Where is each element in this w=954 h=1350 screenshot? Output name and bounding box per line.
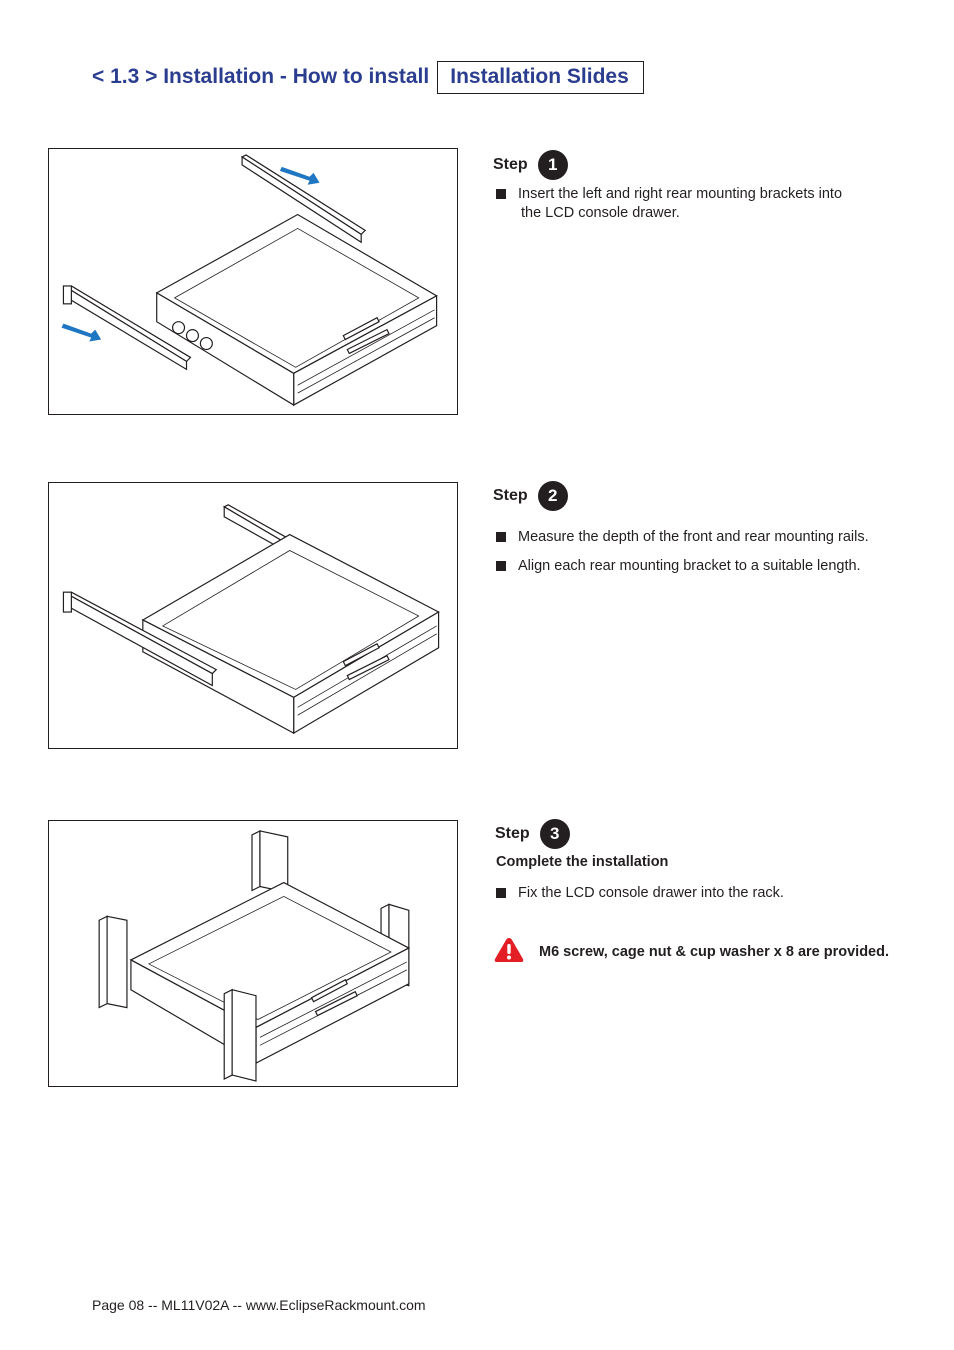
bullet-square-icon [496, 532, 506, 542]
drawer-in-rack-drawing [98, 829, 411, 1082]
drawer-brackets-exploded-drawing [61, 154, 438, 407]
step-1-number-badge: 1 [537, 150, 568, 180]
drawer-brackets-aligned-drawing [62, 504, 440, 735]
page-title: < 1.3 > Installation - How to install In… [92, 60, 644, 94]
step-1-heading: Step 1 [493, 150, 568, 180]
step-3-number-badge: 3 [539, 819, 570, 849]
step-2-illustration [48, 482, 458, 749]
step-3-label: Step [495, 825, 530, 842]
warning-note: M6 screw, cage nut & cup washer x 8 are … [493, 936, 889, 968]
step-2-heading: Step 2 [493, 481, 568, 511]
step-3-subheading: Complete the installation [496, 854, 669, 870]
step-2-label: Step [493, 487, 528, 504]
step-3-bullet-1: Fix the LCD console drawer into the rack… [496, 884, 916, 903]
bullet-square-icon [496, 561, 506, 571]
title-prefix: < 1.3 > Installation - How to install [92, 65, 430, 88]
step-3-heading: Step 3 [495, 819, 570, 849]
title-boxed: Installation Slides [437, 60, 644, 94]
step-2-bullet-2: Align each rear mounting bracket to a su… [496, 557, 916, 576]
warning-text: M6 screw, cage nut & cup washer x 8 are … [539, 944, 890, 960]
step-1-label: Step [493, 156, 528, 173]
step-2-number-badge: 2 [537, 481, 568, 511]
step-1-bullet: Insert the left and right rear mounting … [496, 185, 896, 223]
warning-icon [493, 936, 525, 968]
step-2-bullet-1: Measure the depth of the front and rear … [496, 528, 916, 547]
bullet-square-icon [496, 888, 506, 898]
step-3-illustration [48, 820, 458, 1087]
step-1-illustration [48, 148, 458, 415]
bullet-square-icon [496, 189, 506, 199]
page-footer: Page 08 -- ML11V02A -- www.EclipseRackmo… [92, 1297, 426, 1313]
step-1-bullet-text: Insert the left and right rear mounting … [518, 186, 843, 221]
